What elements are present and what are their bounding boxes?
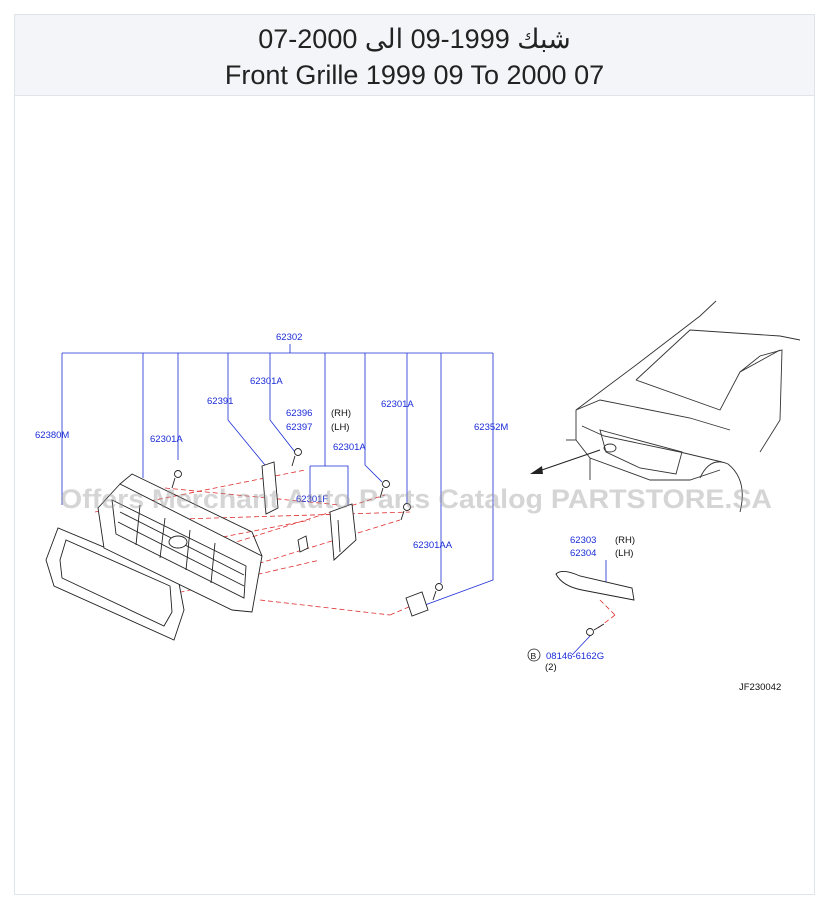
label-62303[interactable]: 62303	[570, 535, 596, 546]
header: شبك 1999-09 الى 2000-07 Front Grille 199…	[15, 15, 814, 96]
label-62301F[interactable]: 62301F	[296, 494, 328, 505]
label-lh-2: (LH)	[615, 548, 633, 559]
diagram-id: JF230042	[739, 682, 781, 693]
screw-icon	[379, 480, 390, 499]
label-62397[interactable]: 62397	[286, 422, 312, 433]
label-62391[interactable]: 62391	[207, 396, 233, 407]
leader-lines	[61, 344, 607, 656]
screw-icon	[586, 623, 605, 636]
screw-icon	[291, 448, 302, 467]
grille-assembly	[45, 448, 443, 641]
screw-icon	[400, 503, 411, 521]
label-62380M[interactable]: 62380M	[35, 430, 69, 441]
label-62301A-right[interactable]: 62301A	[381, 399, 414, 410]
label-lh-1: (LH)	[331, 422, 349, 433]
label-62301A-left[interactable]: 62301A	[150, 434, 183, 445]
label-62301A-mid[interactable]: 62301A	[333, 442, 366, 453]
label-bolt-ref: B	[531, 651, 537, 661]
label-bolt-qty: (2)	[545, 662, 557, 673]
label-bolt-code[interactable]: 08146-6162G	[546, 651, 604, 662]
title-english: Front Grille 1999 09 To 2000 07	[224, 60, 605, 90]
label-rh-2: (RH)	[615, 535, 635, 546]
label-62304[interactable]: 62304	[570, 548, 596, 559]
screw-icon	[432, 583, 443, 601]
bolt-ref-badge	[527, 648, 541, 662]
label-rh-1: (RH)	[331, 408, 351, 419]
label-62301AA[interactable]: 62301AA	[413, 540, 453, 551]
label-62301A-top[interactable]: 62301A	[250, 376, 283, 387]
title-arabic: شبك 1999-09 الى 2000-07	[258, 24, 571, 54]
label-62302[interactable]: 62302	[276, 332, 302, 343]
watermark-text: Offers Merchant Auto Parts Catalog PARTS…	[60, 484, 772, 514]
label-62396[interactable]: 62396	[286, 408, 312, 419]
direction-arrow	[530, 449, 601, 474]
screw-icon	[171, 470, 182, 489]
part-labels: 62302 62380M 62301A 62391 62301A 62396 6…	[35, 332, 781, 693]
molding-part	[555, 571, 635, 636]
vehicle-sketch	[566, 300, 801, 513]
label-62352M[interactable]: 62352M	[474, 422, 508, 433]
parts-diagram: 62302 62380M 62301A 62391 62301A 62396 6…	[35, 300, 801, 693]
